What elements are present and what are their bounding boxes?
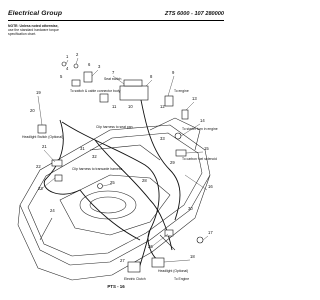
- callout-1: 1: [66, 54, 69, 59]
- label-to-engine-top: To engine: [174, 89, 189, 93]
- callout-2: 2: [76, 52, 79, 57]
- page-header: Electrical Group ZTS 6000 - 107 280000: [8, 10, 224, 24]
- label-clip-transaxle: Clip harness to transaxle harness: [72, 167, 123, 171]
- note-line-2: use the standard hardware torque: [8, 28, 59, 33]
- page-number: PTS - 16: [107, 284, 125, 289]
- label-switch-connector: To switch & cable connector body: [70, 89, 121, 93]
- battery-box: [119, 85, 149, 101]
- label-clip-seat-pan: Clip harness to seat pan: [96, 125, 133, 129]
- callout-25: 25: [110, 180, 115, 185]
- callout-23: 23: [38, 186, 43, 191]
- wiring-harness: [43, 94, 181, 273]
- callout-6: 6: [88, 62, 91, 67]
- headlight-lamp-icon: [151, 257, 165, 268]
- callout-20: 20: [30, 108, 35, 113]
- mower-frame-drawing: [17, 117, 211, 281]
- callout-29: 29: [170, 160, 175, 165]
- callout-7: 7: [112, 70, 115, 75]
- callout-15: 15: [204, 146, 209, 151]
- callout-labels: To switch & cable connector body Seat sw…: [22, 77, 218, 281]
- callout-17: 17: [208, 230, 213, 235]
- note-line-3: specification chart.: [8, 32, 37, 37]
- label-headlight-switch: Headlight Switch (Optional): [22, 135, 63, 139]
- callout-33: 33: [160, 136, 165, 141]
- headlight-switch-icon: [37, 124, 47, 134]
- callout-26: 26: [148, 244, 153, 249]
- label-headlight-lamp: Headlight (Optional): [158, 269, 188, 273]
- model-number: ZTS 6000 - 107 280000: [164, 10, 224, 17]
- callout-11: 11: [112, 104, 117, 109]
- exploded-parts-diagram: 1 2 3 4 5 6 7 8 9 10 11 12 13 14 15 16 1…: [17, 52, 218, 281]
- callout-32: 32: [92, 154, 97, 159]
- callout-5: 5: [60, 74, 63, 79]
- callout-12: 12: [160, 104, 165, 109]
- callout-30: 30: [188, 206, 193, 211]
- header-rule: [8, 19, 224, 21]
- callout-10: 10: [128, 104, 133, 109]
- callout-numbers: 1 2 3 4 5 6 7 8 9 10 11 12 13 14 15 16 1…: [30, 52, 213, 263]
- page-title: Electrical Group: [8, 10, 63, 17]
- callout-19: 19: [36, 90, 41, 95]
- seat-switch-icon: [99, 93, 109, 103]
- label-seat-switch: Seat switch: [104, 77, 121, 81]
- label-fuel-solenoid: To carbon fuel solenoid: [182, 157, 217, 161]
- leader-lines: [37, 57, 209, 263]
- callout-18: 18: [190, 254, 195, 259]
- callout-31: 31: [80, 146, 85, 151]
- callout-4: 4: [66, 66, 69, 71]
- callout-27: 27: [120, 258, 125, 263]
- electric-clutch-icon: [127, 261, 141, 273]
- label-to-engine-bottom: To Engine: [174, 277, 189, 281]
- callout-22: 22: [36, 164, 41, 169]
- callout-28: 28: [142, 178, 147, 183]
- torque-note: NOTE: Unless noted otherwise, use the st…: [8, 24, 88, 37]
- callout-9: 9: [172, 70, 175, 75]
- callout-3: 3: [98, 64, 101, 69]
- callout-14: 14: [200, 118, 205, 123]
- callout-13: 13: [192, 96, 197, 101]
- label-electric-clutch: Electric Clutch: [124, 277, 146, 281]
- components: [37, 61, 204, 273]
- callout-8: 8: [150, 74, 153, 79]
- callout-24: 24: [50, 208, 55, 213]
- callout-21: 21: [42, 144, 47, 149]
- label-starter: To starter turn in engine: [182, 127, 218, 131]
- callout-16: 16: [208, 184, 213, 189]
- note-line-1: NOTE: Unless noted otherwise,: [8, 24, 59, 28]
